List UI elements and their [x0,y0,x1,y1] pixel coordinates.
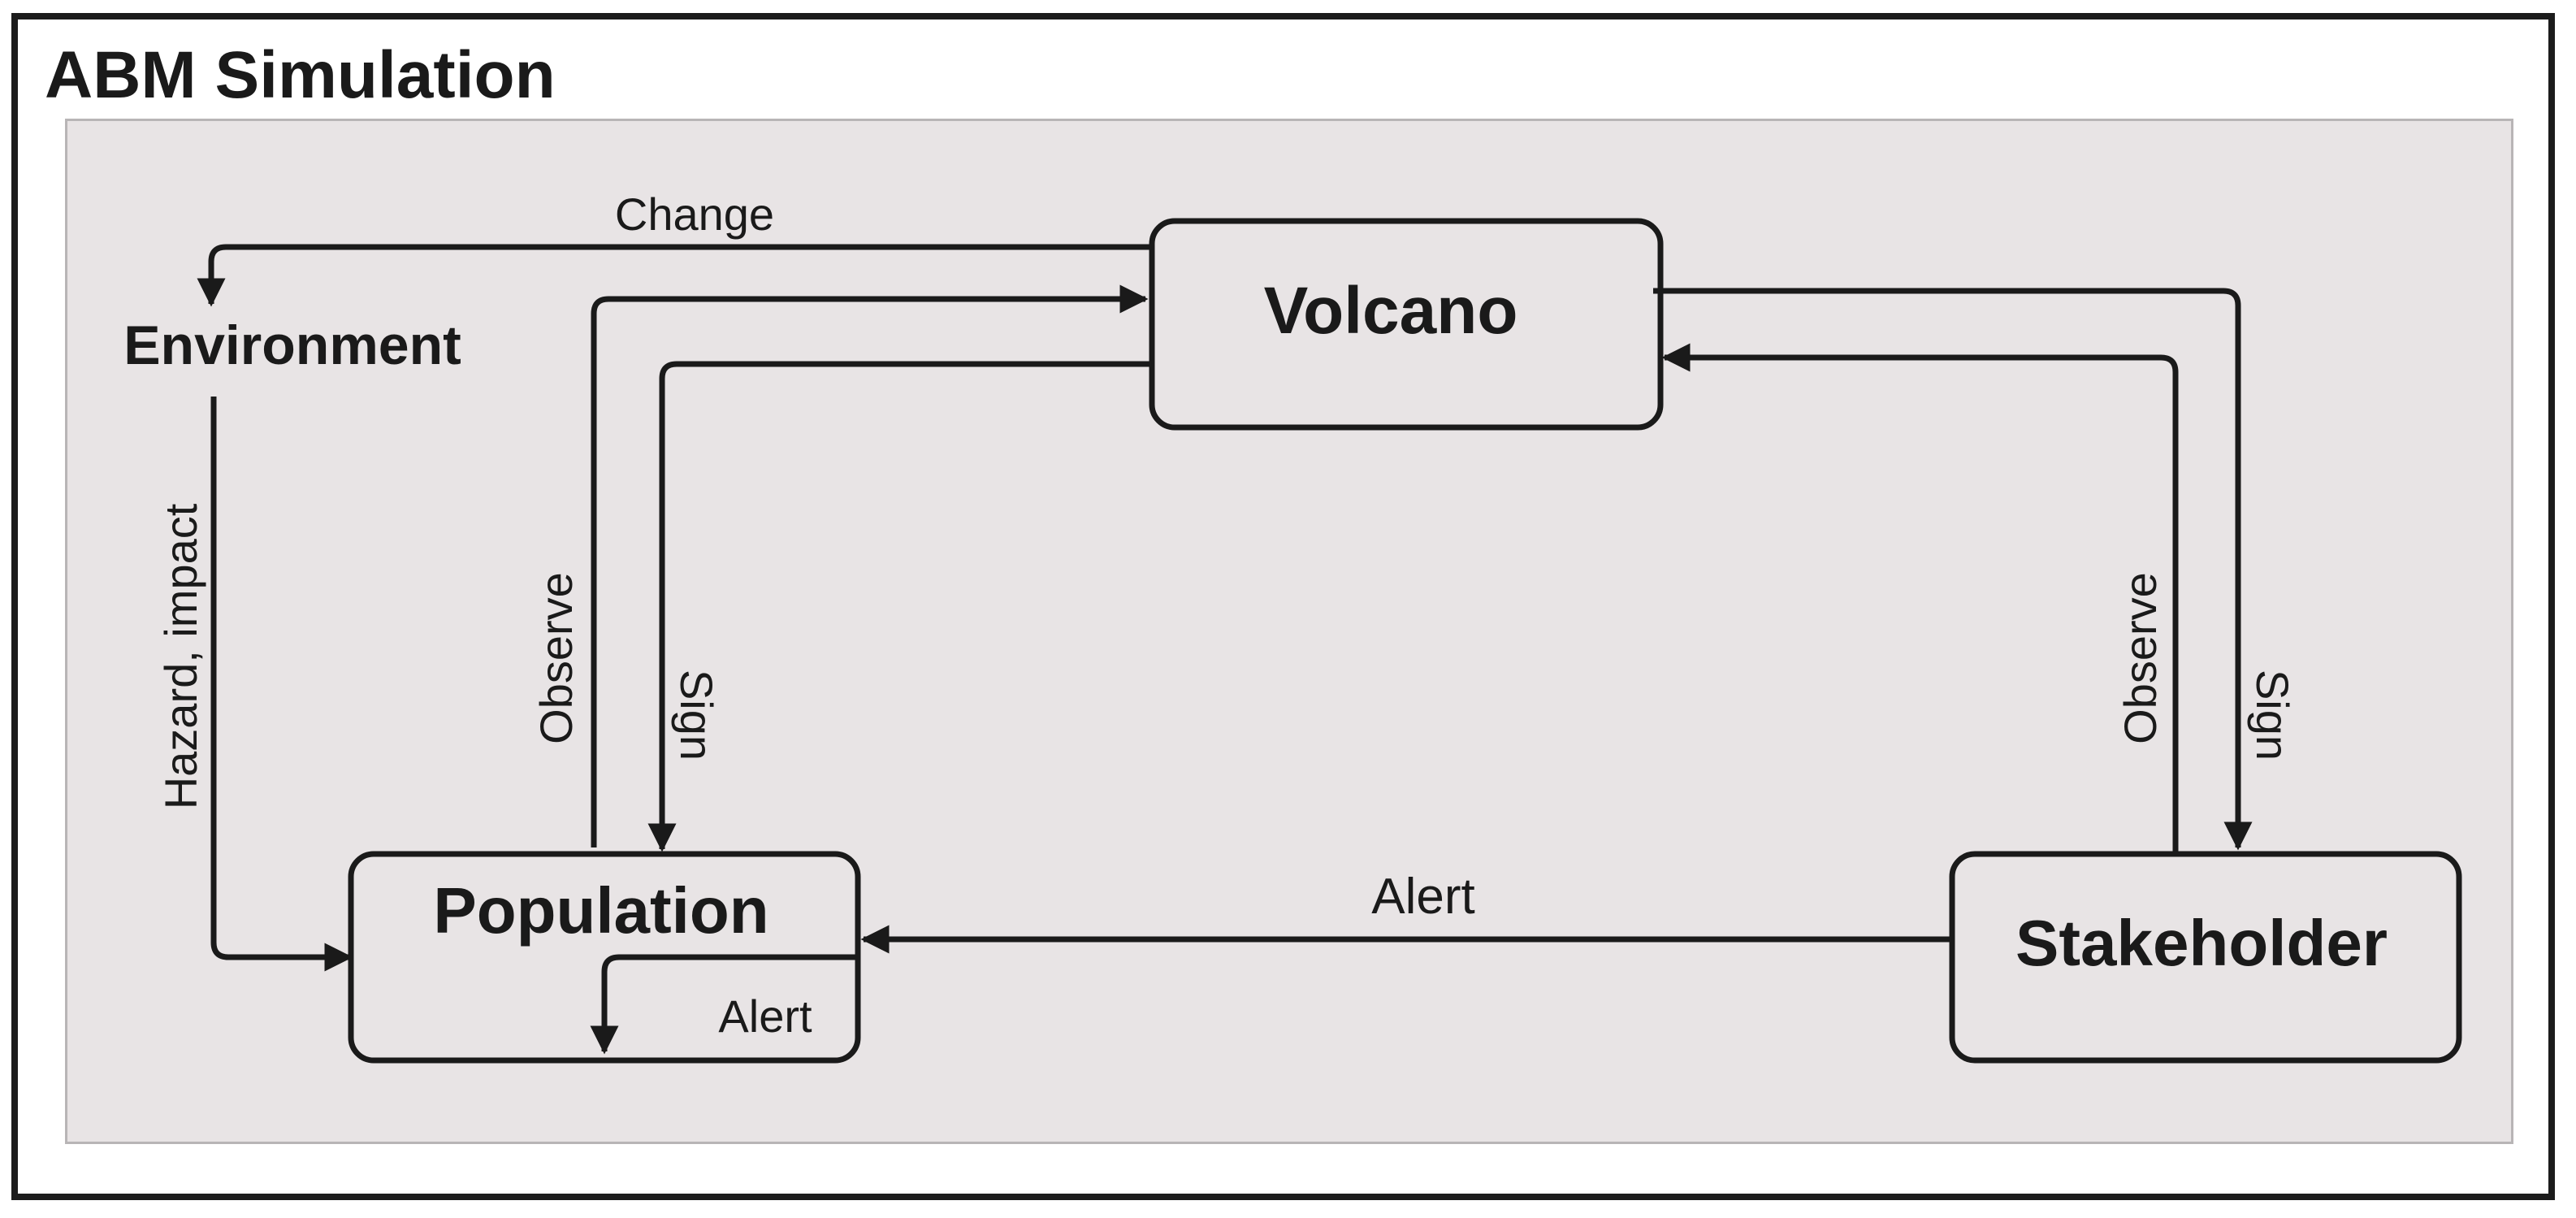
stakeholder-observe-label: Observe [2115,572,2166,744]
stakeholder-sign-label: Sign [2247,670,2298,761]
population-node [348,851,861,1064]
population-self-alert-label: Alert [718,990,812,1042]
stakeholder-node [1949,851,2462,1064]
stakeholder-label: Stakeholder [2015,907,2388,979]
edge-stakeholder-sign [1653,288,2253,851]
population-observe-label: Observe [530,572,582,744]
population-sign-label: Sign [671,670,722,761]
stakeholder-alert-label: Alert [1371,869,1474,925]
edge-population-observe [591,284,1149,847]
edge-population-self-alert [590,954,855,1055]
hazard-impact-label: Hazard, impact [155,503,206,809]
population-label: Population [433,874,768,947]
diagram-title: ABM Simulation [45,38,556,112]
edge-population-sign [647,361,1152,852]
volcano-node [1149,218,1664,431]
edge-hazard-impact [210,397,353,972]
volcano-label: Volcano [1264,274,1518,348]
edge-change [197,244,1152,307]
edge-stakeholder-observe [1661,343,2179,854]
environment-label: Environment [123,314,461,376]
change-label: Change [615,189,774,240]
